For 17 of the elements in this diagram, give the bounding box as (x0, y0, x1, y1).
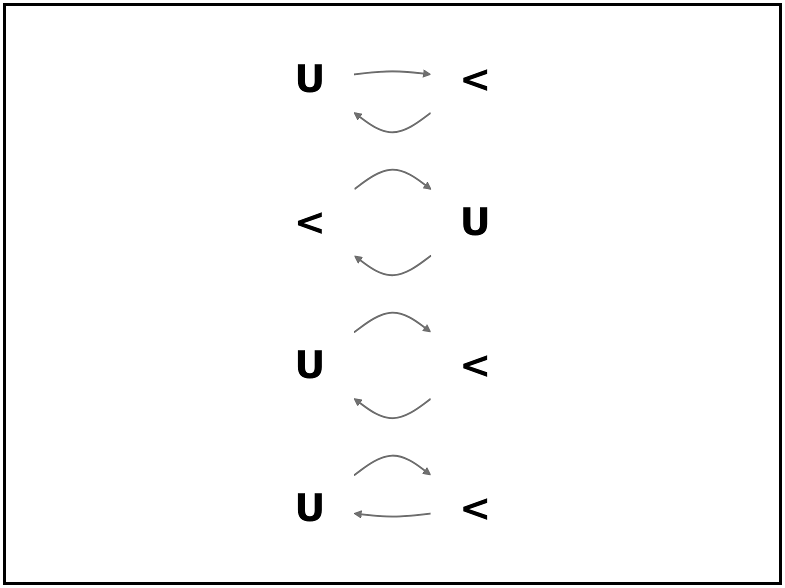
node-text: < (294, 200, 326, 244)
arrow (354, 112, 432, 134)
node-text: < (459, 486, 492, 530)
arrow (353, 454, 431, 476)
node-text: < (459, 344, 492, 388)
arrow (354, 254, 432, 276)
node-text: U (294, 58, 326, 102)
node-text: U (460, 200, 491, 244)
arrow (354, 168, 432, 190)
arrow (353, 312, 431, 334)
arrow (354, 398, 432, 420)
loop-diagram: U < < U < U < U (36, 29, 748, 559)
node-text: U (294, 344, 326, 388)
arrow (354, 510, 431, 519)
node-text: < (459, 58, 492, 102)
node-text: U (294, 486, 326, 530)
arrow (354, 69, 431, 78)
